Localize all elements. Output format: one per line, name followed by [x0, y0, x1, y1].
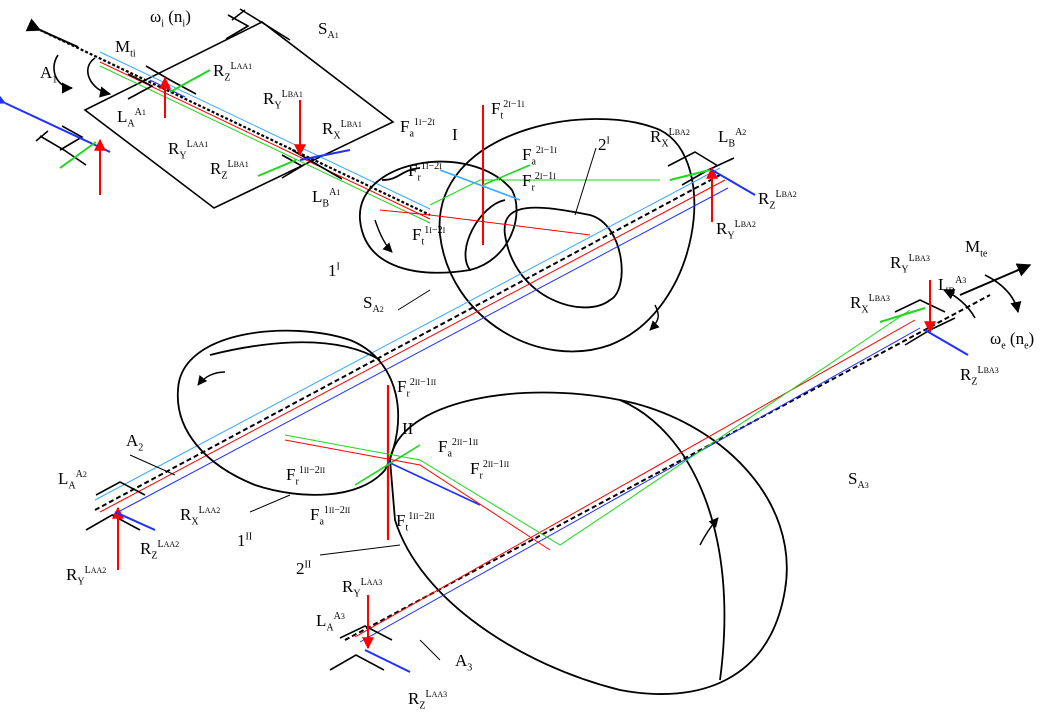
roman-II-label: II: [402, 419, 414, 438]
LB-A3-label: LBA3: [938, 275, 967, 298]
SA2-label: SA2: [363, 293, 384, 316]
Ft-12-I-label: Ft1I−2I: [412, 225, 446, 248]
gear-2I-label: 2I: [598, 135, 610, 154]
LA-A2-label: LAA2: [58, 469, 87, 492]
force-RX-LB-A1: [299, 149, 351, 161]
RX-LB-A2-label: RXLBA2: [650, 127, 690, 150]
RZ-LB-A1-label: RZLBA1: [210, 159, 249, 182]
SA1-label: SA1: [318, 19, 339, 42]
RX-LB-A3-label: RXLBA3: [850, 293, 890, 316]
RZ-LB-A2-label: RZLBA2: [758, 189, 797, 212]
A1-label: A1: [40, 63, 58, 86]
RZ-LB-A3-label: RZLBA3: [960, 365, 999, 388]
Fr-21b-II-label: Fr2II−1II: [470, 459, 510, 482]
RY-LB-A2-label: RYLBA2: [716, 219, 756, 242]
RY-LA-A1-label: RYLAA1: [168, 139, 209, 162]
rotation-1II-arrow: [197, 371, 226, 386]
plane-SA1: [83, 8, 395, 209]
RX-LB-A1-label: RXLBA1: [322, 119, 362, 142]
force-RZ-LB-A3: [924, 329, 969, 356]
Fr-12-I-label: Fr1I−2I: [408, 161, 442, 184]
omega-e-label: ωe (ne): [990, 329, 1035, 352]
Fa-21-I-label: Fa2I−1I: [522, 145, 557, 168]
force-RX-LB-A3: [879, 307, 926, 323]
force-RZ-LB-A2: [711, 169, 756, 196]
omega-i-label: ωi (ni): [150, 7, 191, 30]
bearing-A3-left: [329, 625, 393, 671]
force-Fr-II: [354, 444, 421, 486]
gear-2I: [438, 118, 696, 353]
RX-LA-A2-label: RXLAA2: [180, 505, 221, 528]
RZ-LA-A1-label: RZLAA1: [213, 61, 253, 84]
RY-LB-A1-label: RYLBA1: [263, 89, 303, 112]
force-Fa-II: [387, 461, 481, 506]
bearing-A3-right: [894, 299, 956, 346]
rotation-2II-arrow: [699, 517, 719, 546]
A2-label: A2: [126, 431, 144, 454]
Fa-12-II-label: Fa1II−2II: [310, 505, 351, 528]
RY-LB-A3-label: RYLBA3: [890, 253, 930, 276]
LB-A2-label: LBA2: [718, 127, 747, 150]
torque-Mti-arrow: [87, 57, 112, 98]
Ft-21-I-label: Ft2I−1I: [491, 99, 525, 122]
gear-1I-label: 1I: [328, 261, 340, 280]
rotation-1I-arrow: [374, 219, 393, 253]
Ft-12-II-label: Ft1II−2II: [396, 511, 435, 534]
LB-A1-label: LBA1: [312, 187, 341, 210]
force-RZ-LA-A3: [364, 649, 411, 673]
Fa-12-I-label: Fa1I−2I: [400, 117, 435, 140]
Fr-21-II-label: Fr2II−1II: [397, 377, 437, 400]
omega-e-arrow: [942, 289, 976, 319]
force-RX-LA-A2: [114, 511, 156, 531]
force-RZ-LA-A1: [169, 69, 211, 93]
force-RZ-LB-A1: [257, 159, 297, 177]
torque-Mte-arrow: [984, 274, 1022, 314]
RZ-LA-A3-label: RZLAA3: [408, 689, 448, 712]
force-Fa-I: [439, 169, 521, 201]
LA-A1-label: LAA1: [117, 107, 146, 130]
SA3-label: SA3: [848, 469, 869, 492]
omega-i-arrow: [53, 54, 74, 94]
gear-2II-label: 2II: [296, 559, 312, 578]
Mti-label: Mti: [115, 37, 136, 60]
gear-1I: [359, 160, 518, 274]
force-RZ-A1-left: [59, 141, 97, 169]
shaft-A1: [25, 18, 431, 224]
roman-I-label: I: [452, 125, 458, 144]
gear-1II-label: 1II: [237, 531, 253, 550]
shaft-A3: [284, 294, 991, 643]
Fr-21-I-label: Fr2I−1I: [522, 171, 556, 194]
A3-label: A3: [455, 651, 473, 674]
Fr-12-II-label: Fr1II−2II: [286, 465, 326, 488]
Mte-label: Mte: [965, 237, 988, 260]
rotation-2I-arrow: [649, 304, 660, 331]
LA-A3-label: LAA3: [316, 611, 345, 634]
leader-lines: [129, 147, 597, 661]
RY-LA-A3-label: RYLAA3: [342, 577, 383, 600]
RY-LA-A2-label: RYLAA2: [66, 565, 107, 588]
bearing-A1-left: [35, 125, 87, 166]
force-RX-A1-left: [0, 92, 111, 153]
Fa-21-II-label: Fa2II−1II: [438, 437, 479, 460]
gear-2II: [389, 391, 788, 695]
RZ-LA-A2-label: RZLAA2: [140, 539, 180, 562]
shaft-A2: [94, 167, 729, 521]
force-Fr-I: [482, 164, 531, 186]
force-RX-LB-A2: [669, 169, 711, 181]
